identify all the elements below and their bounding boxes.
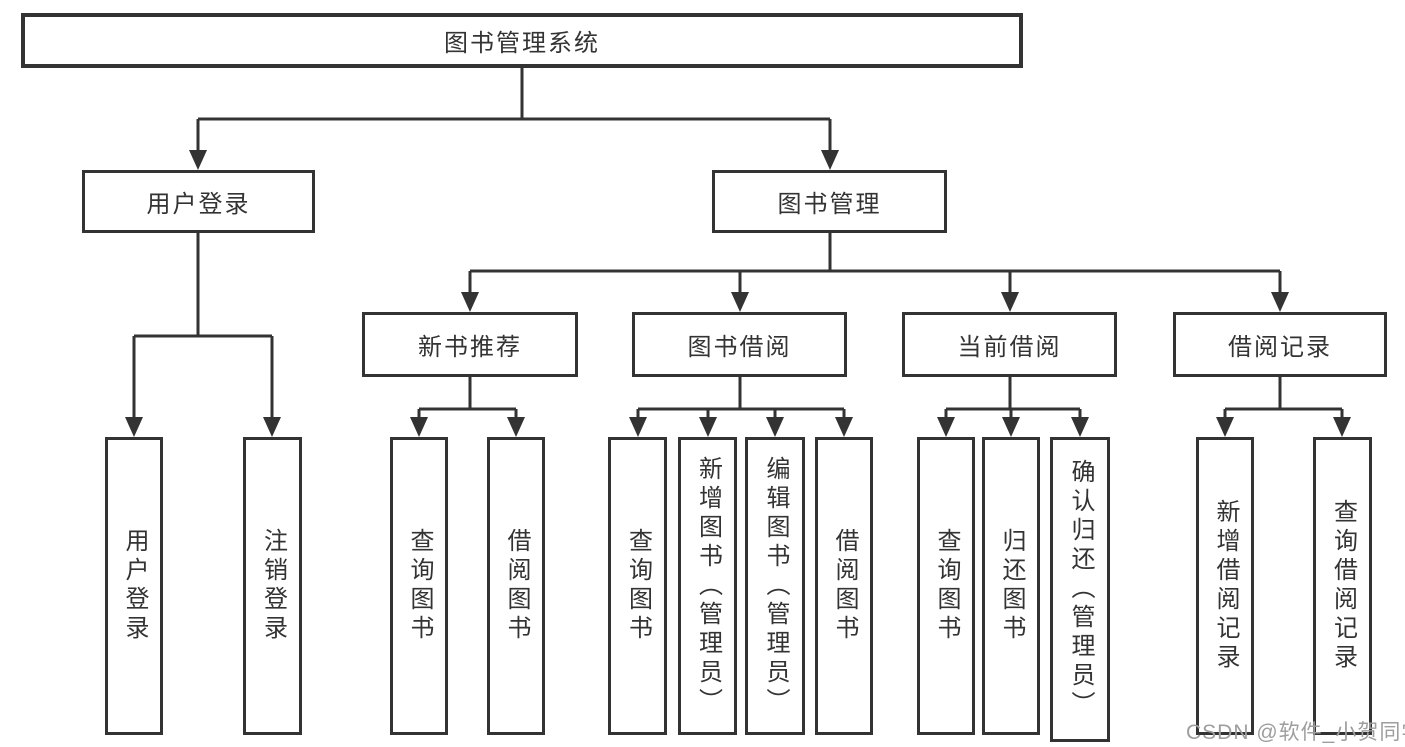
- node-label: 借阅图书: [503, 528, 530, 644]
- leaf-user-login: 用户登录: [105, 437, 163, 735]
- leaf-edit-books-admin: 编辑图书（管理员）: [745, 437, 805, 735]
- node-label: 当前借阅: [957, 334, 1062, 361]
- node-label: 用户登录: [146, 191, 251, 218]
- node-label: 查询图书: [624, 528, 652, 644]
- node-borrowing-records: 借阅记录: [1173, 312, 1387, 377]
- csdn-watermark: CSDN @软件_小贺同学: [1186, 721, 1405, 744]
- node-book-borrowing: 图书借阅: [632, 312, 847, 377]
- node-book-management: 图书管理: [712, 170, 947, 233]
- node-label: 归还图书: [998, 528, 1025, 644]
- leaf-query-borrow-record: 查询借阅记录: [1313, 437, 1372, 735]
- tree-edges: [132, 68, 1344, 419]
- node-label: 查询图书: [406, 528, 433, 644]
- node-label: 查询借阅记录: [1329, 499, 1357, 673]
- leaf-confirm-return-admin: 确认归还（管理员）: [1050, 437, 1110, 742]
- node-label: 借阅图书: [831, 528, 858, 644]
- node-label: 编辑图书（管理员）: [762, 455, 789, 717]
- node-label: 图书管理: [777, 191, 882, 218]
- leaf-logout: 注销登录: [243, 437, 302, 735]
- node-label: 新增图书（管理员）: [694, 455, 722, 717]
- node-label: 注销登录: [259, 528, 287, 644]
- node-label: 确认归还（管理员）: [1067, 459, 1094, 720]
- node-label: 用户登录: [121, 528, 148, 644]
- node-library-management-system: 图书管理系统: [21, 13, 1023, 68]
- leaf-add-borrow-record: 新增借阅记录: [1196, 437, 1254, 735]
- node-label: 查询图书: [933, 528, 960, 644]
- node-current-borrowing: 当前借阅: [902, 312, 1117, 377]
- leaf-borrow-books-recommend: 借阅图书: [487, 437, 545, 735]
- leaf-query-books-borrowing: 查询图书: [608, 437, 667, 735]
- node-user-login: 用户登录: [82, 170, 315, 233]
- node-label: 借阅记录: [1228, 334, 1332, 361]
- leaf-add-books-admin: 新增图书（管理员）: [678, 437, 737, 735]
- leaf-borrow-books: 借阅图书: [815, 437, 873, 735]
- leaf-query-books-current: 查询图书: [917, 437, 975, 735]
- node-label: 新书推荐: [418, 334, 522, 361]
- node-label: 图书管理系统: [444, 30, 600, 57]
- leaf-query-books-recommend: 查询图书: [390, 437, 448, 735]
- node-label: 图书借阅: [687, 334, 792, 361]
- node-new-book-recommend: 新书推荐: [362, 312, 578, 377]
- leaf-return-books: 归还图书: [982, 437, 1040, 735]
- arrow-heads: [125, 150, 1351, 437]
- node-label: 新增借阅记录: [1212, 499, 1239, 673]
